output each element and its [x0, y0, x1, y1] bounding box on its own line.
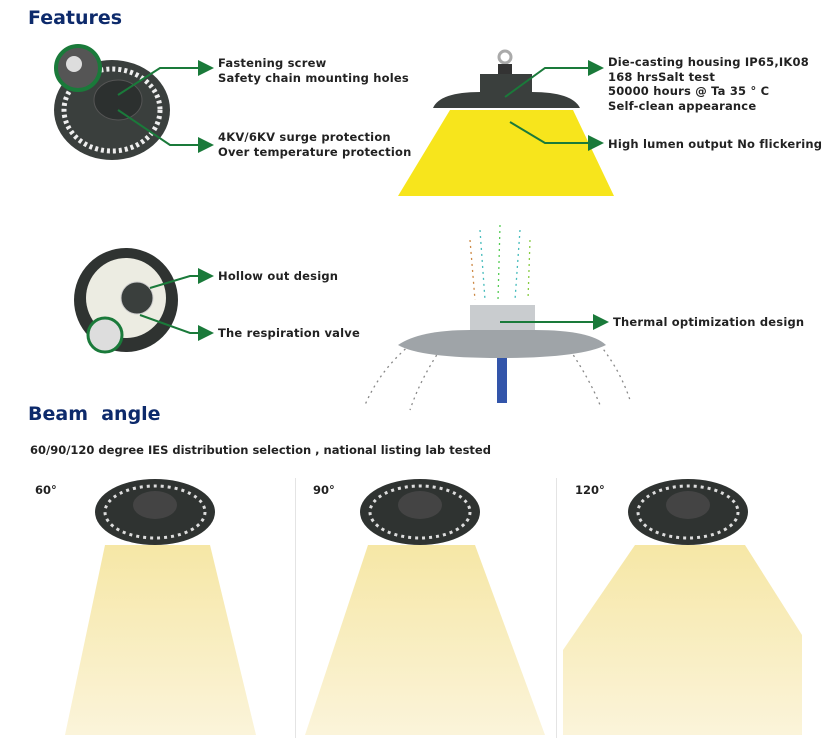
- lamp-top-view: [54, 44, 170, 160]
- arrow: [139, 314, 214, 341]
- divider: [556, 478, 557, 738]
- feature-label: Hollow out design: [218, 269, 339, 283]
- beam-lamps: [95, 479, 748, 545]
- feature-label: High lumen output No flickering: [608, 137, 823, 151]
- beam-label-60: 60°: [35, 483, 57, 497]
- arrow: [117, 60, 214, 96]
- divider: [295, 478, 296, 738]
- beam-angle-title: Beam angle: [28, 403, 161, 425]
- beam-60: [65, 545, 256, 735]
- feature-label: The respiration valve: [218, 326, 360, 340]
- beam-label-120: 120°: [575, 483, 605, 497]
- thermal-simulation: [364, 224, 631, 411]
- arrow: [509, 121, 604, 151]
- features-title: Features: [28, 7, 123, 29]
- lamp-side-view: [398, 49, 614, 196]
- beam-120: [563, 545, 802, 735]
- beam-label-90: 90°: [313, 483, 335, 497]
- arrow: [149, 268, 214, 289]
- beam-subtitle: 60/90/120 degree IES distribution select…: [30, 443, 491, 457]
- arrow: [117, 109, 214, 153]
- feature-label: Thermal optimization design: [613, 315, 805, 329]
- beam-90: [305, 545, 545, 735]
- lamp-bottom-view: [74, 248, 178, 354]
- arrow: [504, 60, 604, 98]
